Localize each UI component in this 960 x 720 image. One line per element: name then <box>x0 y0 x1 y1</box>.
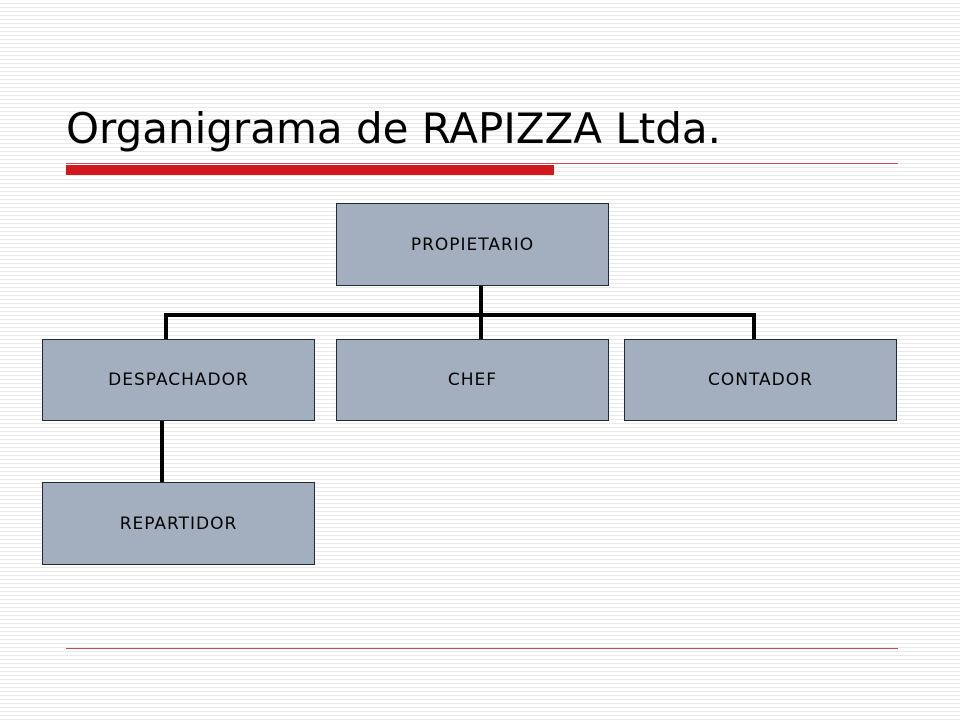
footer-rule <box>66 648 898 649</box>
connector-root-down <box>479 286 483 314</box>
slide-title: Organigrama de RAPIZZA Ltda. <box>66 104 721 153</box>
title-accent-bar <box>66 165 554 175</box>
connector-to-contador <box>752 313 756 339</box>
title-underline-thin <box>66 163 898 164</box>
org-box-despachador: DESPACHADOR <box>42 339 315 421</box>
org-box-contador: CONTADOR <box>624 339 897 421</box>
org-box-propietario: PROPIETARIO <box>336 203 609 286</box>
connector-horizontal <box>164 313 756 317</box>
org-box-chef: CHEF <box>336 339 609 421</box>
org-box-repartidor: REPARTIDOR <box>42 482 315 565</box>
connector-to-chef <box>479 313 483 339</box>
connector-despachador-to-repartidor <box>160 421 164 483</box>
connector-to-despachador <box>164 313 168 339</box>
